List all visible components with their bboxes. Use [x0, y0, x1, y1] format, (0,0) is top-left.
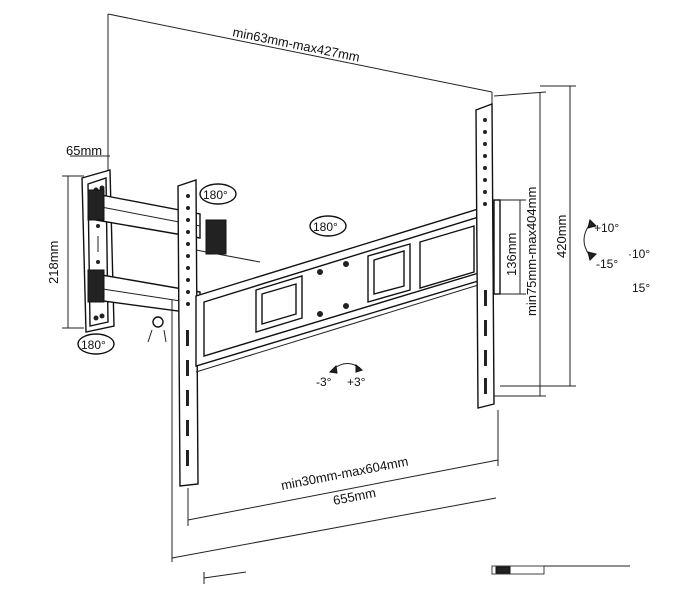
extension-label: min30mm-max604mm	[280, 454, 410, 493]
rotation-arm-label: 180°	[203, 188, 228, 202]
level-minus-label: -3°	[316, 375, 332, 389]
level-plus-label: +3°	[347, 375, 366, 389]
vesa-horizontal-label: min63mm-max427mm	[231, 24, 361, 64]
total-height-dimension: 420mm	[500, 85, 576, 387]
tilt-annotation: +10° -15° ·10° 15°	[583, 219, 650, 295]
tilt-side-label: ·10°	[628, 247, 650, 261]
tv-rail-right	[475, 102, 501, 409]
wall-plate-height-dimension: 218mm	[46, 175, 84, 329]
vesa-vertical-label: min75mm-max404mm	[524, 187, 539, 316]
vesa-horizontal-dimension: min63mm-max427mm	[107, 13, 493, 172]
rotation-wall-label: 180°	[81, 338, 106, 352]
arm-post-holes	[186, 194, 190, 466]
rotation-badge-arm: 180°	[199, 183, 237, 205]
total-height-label: 420mm	[554, 215, 569, 258]
tilt-down-label: -15°	[596, 257, 618, 271]
lock-pin	[147, 316, 167, 343]
tilt-inner-label: 136mm	[504, 233, 519, 276]
rotation-badge-wall: 180°	[77, 333, 115, 355]
total-width-label: 655mm	[332, 485, 377, 508]
tv-bracket-frame	[195, 205, 489, 373]
depth-label: 65mm	[66, 143, 102, 158]
tilt-extra-label: 15°	[632, 281, 650, 295]
tilt-up-label: +10°	[594, 221, 619, 235]
depth-dimension: 65mm	[66, 143, 110, 158]
bottom-marks	[203, 565, 630, 584]
level-annotation: -3° +3°	[316, 363, 366, 389]
lower-arm	[87, 269, 201, 315]
tilt-inner-dimension: 136mm	[500, 199, 526, 295]
wall-plate-height-label: 218mm	[46, 241, 61, 284]
upper-arm	[87, 189, 201, 239]
extension-dimension: min30mm-max604mm	[187, 410, 499, 526]
rotation-center-label: 180°	[313, 220, 338, 234]
rotation-badge-center: 180°	[309, 215, 347, 237]
vesa-vertical-dimension: min75mm-max404mm	[493, 91, 547, 397]
